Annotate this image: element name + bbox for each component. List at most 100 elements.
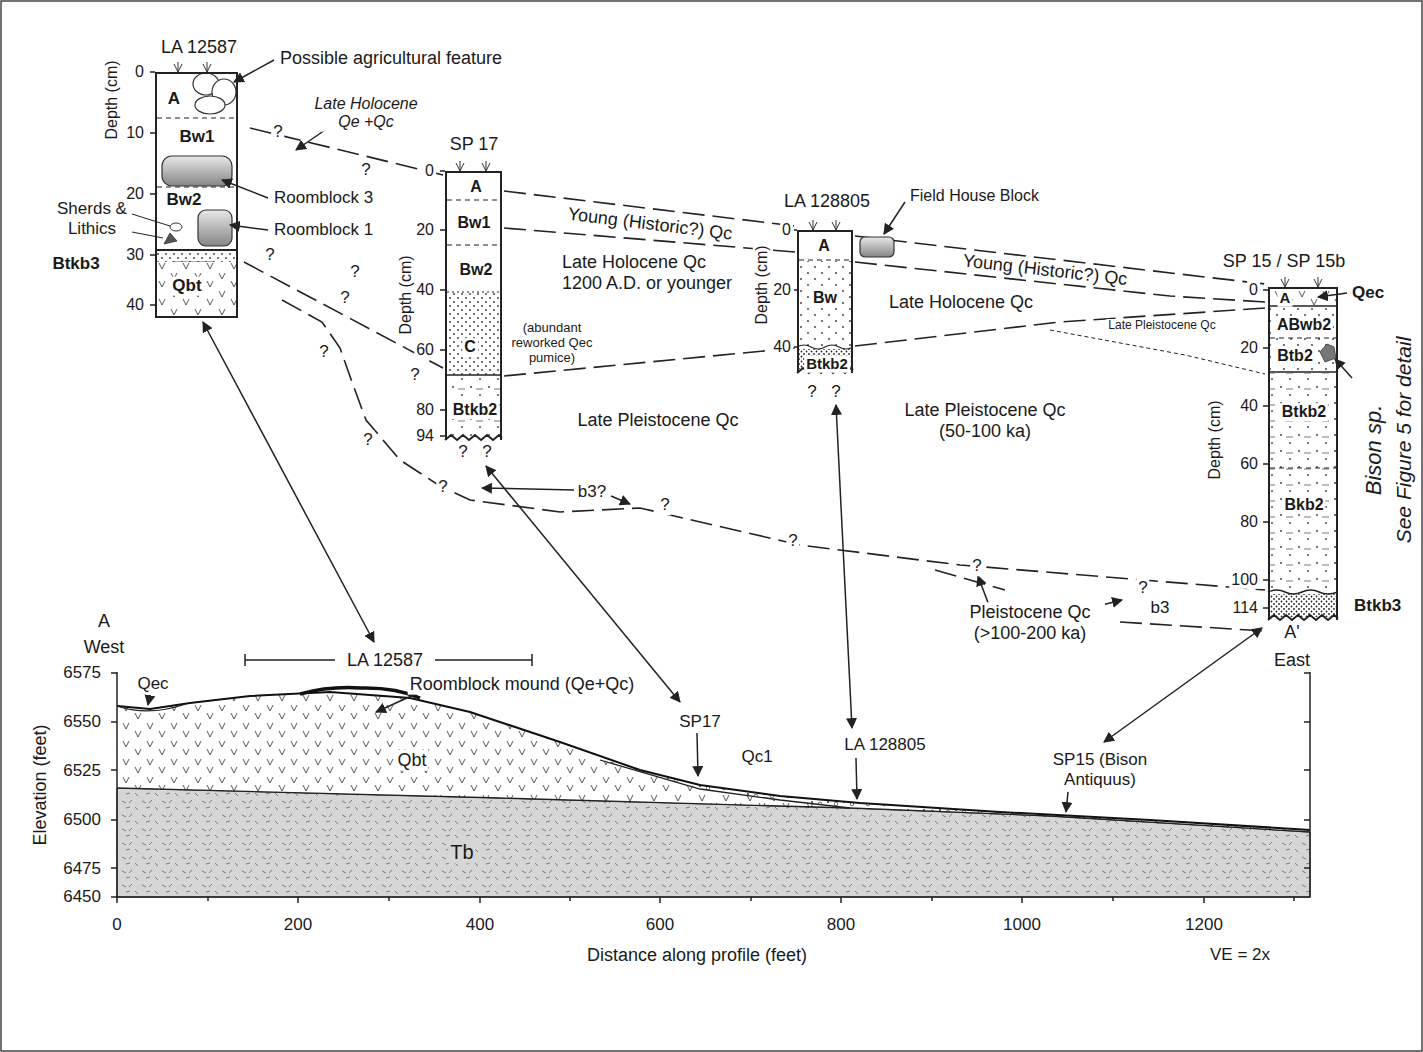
annotation-label: SP15 (Bison Antiquus) bbox=[1025, 750, 1175, 789]
correlation-lines bbox=[244, 128, 1265, 631]
horizon-label: Bkb2 bbox=[1282, 496, 1325, 514]
horizon-label: Btkb2 bbox=[804, 356, 850, 373]
axis-value: 6550 bbox=[61, 712, 103, 732]
soil-column-detail bbox=[150, 62, 1338, 620]
horizon-label: A bbox=[816, 237, 832, 255]
annotation-label: Late Holocene Qe +Qc bbox=[311, 95, 421, 132]
query-mark: ? bbox=[456, 442, 469, 462]
unit-label: Late Holocene Qc 1200 A.D. or younger bbox=[560, 252, 740, 293]
horizon-label: Btb2 bbox=[1275, 347, 1315, 365]
query-mark: ? bbox=[658, 495, 671, 515]
depth-value: 20 bbox=[771, 281, 793, 299]
query-mark: ? bbox=[348, 262, 361, 282]
depth-value: 40 bbox=[124, 296, 146, 314]
query-mark: ? bbox=[805, 382, 818, 402]
annotation-label: LA 128805 bbox=[842, 735, 927, 755]
depth-value: 114 bbox=[1230, 599, 1260, 617]
axis-value: 400 bbox=[464, 915, 496, 935]
horizon-label: Bw2 bbox=[165, 191, 204, 210]
soil-column: LA 12587ABw1Bw2Qbt bbox=[155, 72, 238, 318]
annotation-label: Roomblock 3 bbox=[272, 188, 375, 208]
horizon-label: Qec bbox=[1350, 283, 1386, 303]
axis-value: 6450 bbox=[61, 887, 103, 907]
query-mark: ? bbox=[359, 160, 372, 180]
unit-label: Late Holocene Qc bbox=[887, 292, 1035, 313]
query-mark: ? bbox=[480, 442, 493, 462]
section-end: West bbox=[82, 637, 127, 658]
query-mark: ? bbox=[786, 531, 799, 551]
horizon-label: A bbox=[468, 178, 484, 196]
column-heading: LA 128805 bbox=[782, 192, 872, 212]
horizon-label: ABwb2 bbox=[1275, 316, 1333, 334]
depth-value: 60 bbox=[1238, 455, 1260, 473]
query-mark: ? bbox=[361, 430, 374, 450]
horizon-label: Qbt bbox=[170, 277, 203, 296]
depth-value: 10 bbox=[124, 124, 146, 142]
profile-section bbox=[117, 688, 1310, 897]
annotation-label: See Figure 5 for detail bbox=[1392, 335, 1416, 546]
unit-label: Qec bbox=[135, 674, 170, 694]
annotation-label: LA 12587 bbox=[345, 650, 425, 671]
horizon-label: Bw1 bbox=[456, 214, 493, 232]
depth-value: 0 bbox=[133, 63, 146, 81]
depth-value: 100 bbox=[1229, 571, 1260, 589]
axis-value: 200 bbox=[282, 915, 314, 935]
soil-column: SP 17ABw1Bw2CBtkb2 bbox=[445, 171, 502, 440]
depth-value: 30 bbox=[124, 246, 146, 264]
annotation-label: Field House Block bbox=[908, 187, 1041, 205]
annotation-label: Roomblock 1 bbox=[272, 220, 375, 240]
axis-value: 0 bbox=[110, 915, 123, 935]
axis-title: Depth (cm) bbox=[103, 58, 121, 141]
query-mark: ? bbox=[317, 342, 330, 362]
depth-value: 80 bbox=[414, 401, 436, 419]
soil-column: LA 128805ABwBtkb2 bbox=[797, 230, 853, 373]
depth-value: 0 bbox=[780, 221, 793, 239]
annotation-label: SP17 bbox=[677, 712, 723, 732]
axis-value: 1000 bbox=[1001, 915, 1043, 935]
axis-value: 6525 bbox=[61, 761, 103, 781]
axis-title: Depth (cm) bbox=[1206, 398, 1224, 481]
query-mark: ? bbox=[271, 122, 284, 142]
horizon-label: C bbox=[462, 338, 478, 356]
section-end: East bbox=[1272, 650, 1312, 671]
axis-title: Depth (cm) bbox=[753, 243, 771, 326]
unit-label: Late Pleistocene Qc (50-100 ka) bbox=[898, 400, 1073, 441]
unit-label: Late Pleistocene Qc bbox=[1106, 319, 1217, 333]
annotation-label: Bison sp. bbox=[1361, 403, 1386, 498]
horizon-label: Btkb3 bbox=[1352, 596, 1403, 616]
horizon-label: Btkb2 bbox=[1280, 403, 1328, 421]
unit-label: Pleistocene Qc (>100-200 ka) bbox=[955, 602, 1105, 643]
annotation-label: Possible agricultural feature bbox=[278, 48, 504, 69]
axis-title: Elevation (feet) bbox=[30, 722, 51, 847]
horizon-label: Bw2 bbox=[458, 261, 495, 279]
soil-marker: b3 bbox=[1149, 598, 1172, 618]
column-heading: SP 15 / SP 15b bbox=[1221, 252, 1347, 272]
depth-value: 20 bbox=[1238, 339, 1260, 357]
axis-value: 6500 bbox=[61, 810, 103, 830]
depth-value: 20 bbox=[414, 221, 436, 239]
horizon-label: Bw1 bbox=[178, 128, 217, 147]
axis-value: 6575 bbox=[61, 663, 103, 683]
horizon-label: A bbox=[166, 90, 182, 109]
depth-value: 0 bbox=[1247, 281, 1260, 299]
horizon-label: Btkb3 bbox=[50, 254, 101, 274]
unit-label: Young (Historic?) Qc bbox=[960, 250, 1131, 290]
depth-value: 40 bbox=[771, 338, 793, 356]
axis-value: 1200 bbox=[1183, 915, 1225, 935]
depth-value: 0 bbox=[423, 162, 436, 180]
query-mark: ? bbox=[1136, 578, 1149, 598]
axis-value: 6475 bbox=[61, 859, 103, 879]
annotation-label: Roomblock mound (Qe+Qc) bbox=[408, 674, 637, 695]
query-mark: ? bbox=[263, 245, 276, 265]
soil-marker: b3? bbox=[576, 482, 608, 502]
column-heading: LA 12587 bbox=[159, 38, 239, 58]
soil-column: SP 15 / SP 15bAABwb2Btb2Btkb2Bkb2 bbox=[1268, 287, 1338, 620]
unit-label: Late Pleistocene Qc bbox=[575, 410, 740, 431]
axis-title: Depth (cm) bbox=[397, 253, 415, 336]
depth-value: 40 bbox=[414, 281, 436, 299]
annotation-label: Sherds & Lithics bbox=[53, 199, 131, 238]
plot-axes bbox=[111, 654, 1310, 903]
